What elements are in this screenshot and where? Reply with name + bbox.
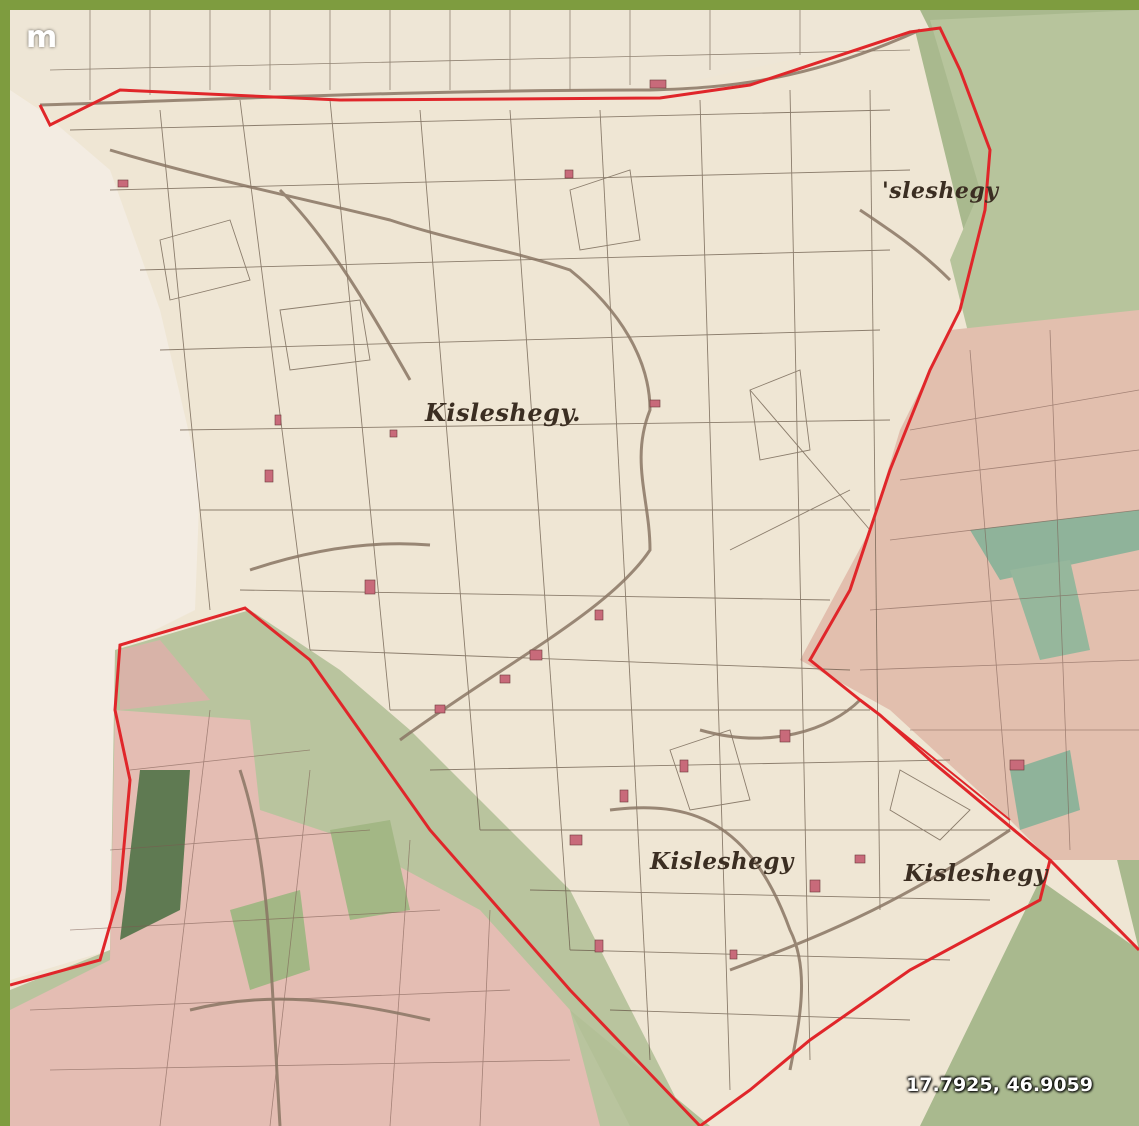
logo-text: m xyxy=(26,20,57,55)
blank-sheet-left xyxy=(10,90,200,980)
place-label-lower-right: Kisleshegy xyxy=(904,860,1048,887)
place-label-lower-middle: Kisleshegy xyxy=(650,848,794,875)
meadow-top-right xyxy=(930,10,1139,340)
district-boundary xyxy=(38,26,1052,1126)
boundary-right-tail xyxy=(1048,858,1139,952)
boundary-left xyxy=(10,606,702,1126)
cadastral-map[interactable]: m Kisleshegy. 'sleshegy Kisleshegy Kisle… xyxy=(10,10,1139,1126)
place-label-center: Kisleshegy. xyxy=(425,398,581,427)
coordinates-readout: 17.7925, 46.9059 xyxy=(906,1074,1093,1096)
place-label-top-right: 'sleshegy xyxy=(882,178,999,204)
boundary-inner-right xyxy=(879,714,1011,821)
map-drawing xyxy=(10,10,1139,1126)
